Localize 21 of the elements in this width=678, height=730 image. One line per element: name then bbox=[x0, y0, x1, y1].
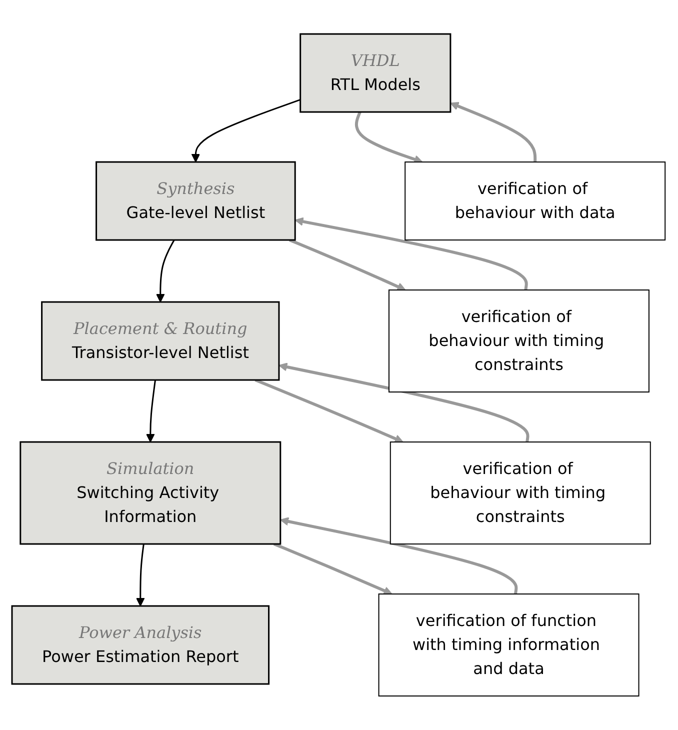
arrow bbox=[280, 517, 518, 594]
arrow bbox=[295, 217, 528, 290]
node-box: verification of behaviour with data bbox=[405, 162, 666, 240]
arrow bbox=[146, 380, 156, 442]
node-box: Simulation Switching Activity Information bbox=[20, 441, 282, 545]
arrow bbox=[156, 240, 176, 302]
arrow bbox=[355, 111, 424, 164]
node-box: Synthesis Gate-level Netlist bbox=[96, 161, 296, 241]
arrow bbox=[192, 99, 302, 162]
node-box: verification of behaviour with timing constraints bbox=[390, 442, 652, 544]
arrow bbox=[279, 362, 530, 442]
node-box: Power Analysis Power Estimation Report bbox=[12, 605, 270, 685]
node-box: Placement & Routing Transistor-level Netlist bbox=[42, 301, 280, 381]
arrow bbox=[255, 378, 404, 443]
arrow bbox=[136, 544, 146, 606]
node-box: VHDL RTL Models bbox=[300, 33, 452, 113]
node-box: verification of behaviour with timing constraints bbox=[388, 290, 650, 392]
node-box: verification of function with timing information and data bbox=[378, 593, 640, 696]
arrow bbox=[450, 102, 538, 162]
arrow bbox=[274, 542, 393, 595]
arrow bbox=[289, 238, 406, 291]
